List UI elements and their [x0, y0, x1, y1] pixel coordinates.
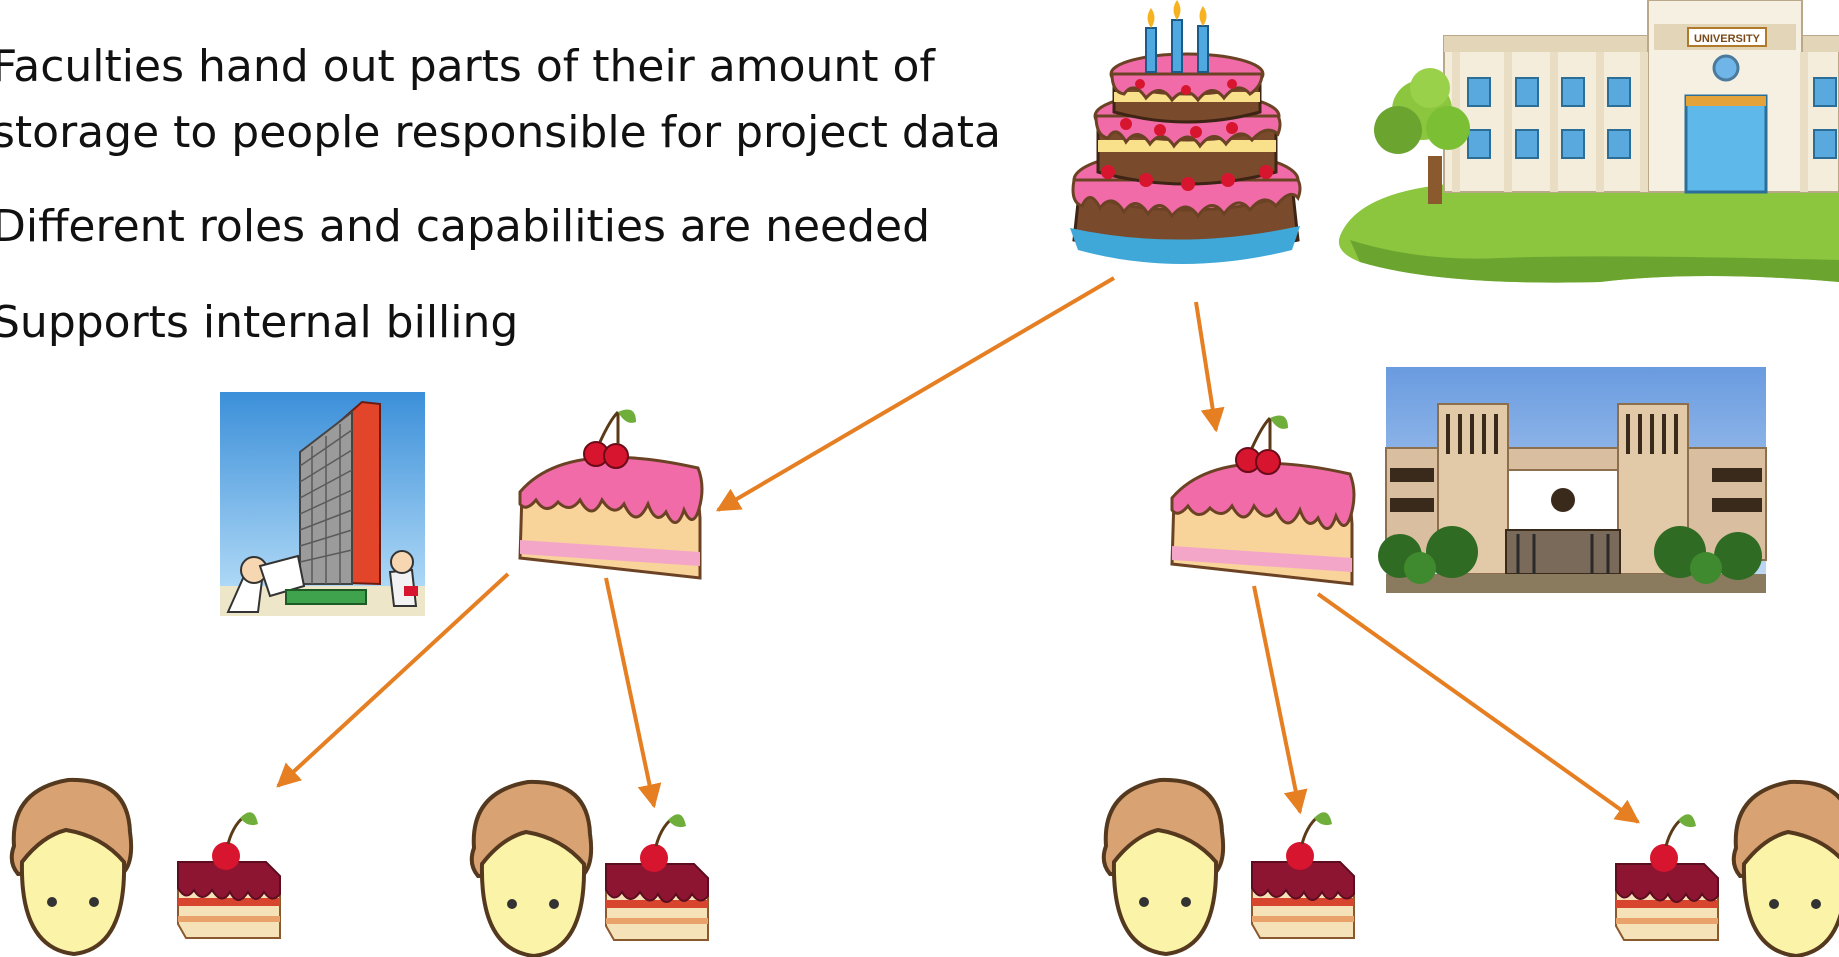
- small-cake-icon-3: [1250, 810, 1356, 940]
- person-icon-2: [469, 779, 594, 957]
- arrow-left-slice-to-person-1: [276, 572, 510, 788]
- arrow-left-slice-to-person-2: [604, 577, 662, 809]
- small-cake-icon-2: [604, 812, 710, 942]
- arrow-cake-to-left-slice: [715, 276, 1116, 512]
- campus-building-icon: [1378, 367, 1767, 593]
- person-icon-3: [1101, 777, 1226, 956]
- arrow-right-slice-to-person-4: [1316, 592, 1640, 824]
- small-cake-icon-4: [1614, 812, 1720, 942]
- arrow-right-slice-to-person-3: [1252, 585, 1308, 815]
- university-building-icon: UNIVERSITY: [1338, 0, 1839, 283]
- arrow-cake-to-right-slice: [1194, 301, 1225, 433]
- cake-slice-icon-right: [1170, 414, 1356, 586]
- cake-slice-icon-left: [518, 408, 704, 580]
- small-cake-icon-1: [176, 810, 282, 940]
- bullet-text-billing: Supports internal billing: [0, 297, 519, 348]
- office-tower-icon: [220, 392, 425, 616]
- bullet-line-2: storage to people responsible for projec…: [0, 107, 1001, 158]
- person-icon-1: [9, 777, 134, 956]
- bullet-line-1: Faculties hand out parts of their amount…: [0, 41, 935, 92]
- university-sign-text: UNIVERSITY: [1694, 33, 1761, 45]
- person-icon-4: [1731, 779, 1839, 957]
- bullet-text-roles: Different roles and capabilities are nee…: [0, 201, 931, 252]
- bullet-text-faculties: Faculties hand out parts of their amount…: [0, 34, 1001, 166]
- birthday-cake-icon: [1070, 0, 1302, 264]
